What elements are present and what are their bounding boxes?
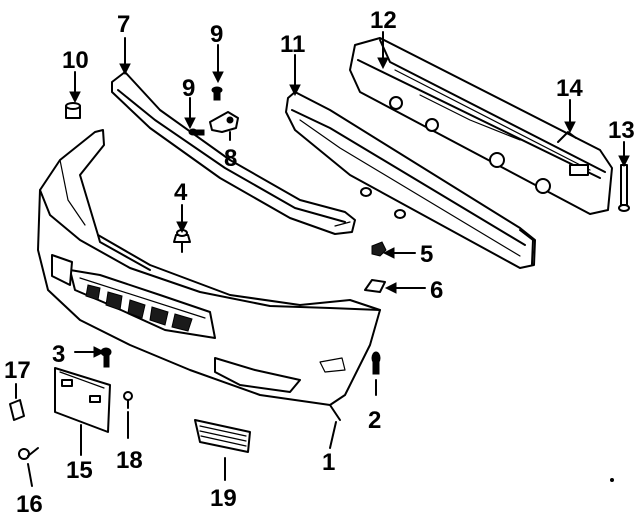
callout-16: 16	[16, 491, 43, 518]
callout-6: 6	[430, 277, 443, 304]
part-9-clip-upper	[211, 86, 223, 101]
part-8-bracket	[209, 111, 239, 133]
part-11-energy-absorber	[285, 91, 536, 269]
part-3-screw	[100, 347, 112, 368]
part-18-fastener	[123, 391, 133, 409]
callout-4: 4	[174, 179, 188, 206]
part-19-grille-insert	[194, 419, 251, 453]
part-4-clip	[173, 229, 191, 253]
callout-18: 18	[116, 447, 143, 474]
part-7-upper-retainer	[111, 71, 356, 235]
part-9-clip-lower	[188, 128, 205, 136]
callout-2: 2	[368, 407, 381, 434]
part-14-clip	[557, 131, 577, 143]
part-16-bolt	[18, 447, 39, 460]
callout-14: 14	[556, 75, 583, 102]
callout-9-upper: 9	[210, 21, 223, 48]
callout-13: 13	[608, 117, 635, 144]
callout-8: 8	[224, 145, 237, 172]
callout-1: 1	[322, 449, 335, 476]
part-12-reinforcement-bar	[349, 37, 613, 215]
corner-dot	[610, 478, 614, 482]
part-17-clip	[9, 399, 25, 421]
part-10-bumper-stop	[65, 102, 81, 119]
callout-9-lower: 9	[182, 75, 195, 102]
callout-12: 12	[370, 7, 397, 34]
part-13-bolt	[618, 164, 630, 212]
callout-19: 19	[210, 485, 237, 512]
callout-10: 10	[62, 47, 89, 74]
part-5-nut	[371, 241, 387, 257]
callout-7: 7	[117, 11, 130, 38]
part-15-license-bracket	[54, 367, 111, 433]
callout-5: 5	[420, 241, 433, 268]
callout-15: 15	[66, 457, 93, 484]
part-6-retainer	[364, 279, 386, 293]
callout-3: 3	[52, 341, 65, 368]
callout-labels: 1 2 3 4 5 6 7 8 9 9 10 11 12 13 14 15 16…	[4, 7, 635, 518]
part-2-bolt	[371, 351, 381, 375]
part-1-bumper-cover	[37, 129, 381, 421]
callout-11: 11	[280, 31, 305, 58]
leader-lines	[15, 31, 630, 487]
callout-17: 17	[4, 357, 31, 384]
